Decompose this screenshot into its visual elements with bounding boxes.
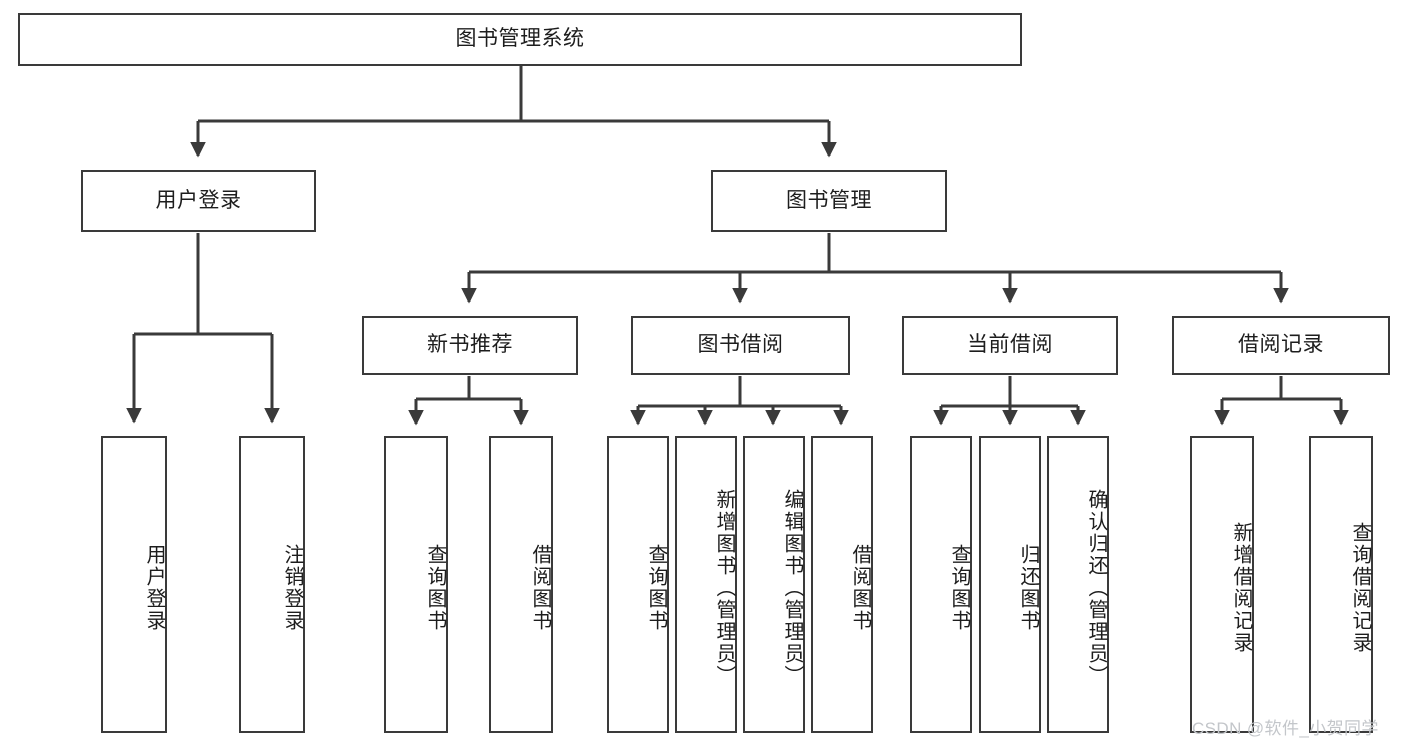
leaf-user-logout[interactable]: 注销登录 — [239, 436, 305, 733]
node-book-borrow[interactable]: 图书借阅 — [631, 316, 850, 375]
node-current-borrow[interactable]: 当前借阅 — [902, 316, 1118, 375]
leaf-borrow-lend-book-label: 借阅图书 — [849, 543, 871, 632]
leaf-current-confirm-return-label: 确认归还（管理员） — [1085, 488, 1107, 687]
leaf-borrow-add-book[interactable]: 新增图书（管理员） — [675, 436, 737, 733]
leaf-record-query-label: 查询借阅记录 — [1349, 521, 1371, 654]
leaf-recommend-query-book-label: 查询图书 — [424, 543, 446, 632]
leaf-current-confirm-return[interactable]: 确认归还（管理员） — [1047, 436, 1109, 733]
leaf-record-add[interactable]: 新增借阅记录 — [1190, 436, 1254, 733]
node-book-manage[interactable]: 图书管理 — [711, 170, 947, 232]
node-borrow-record[interactable]: 借阅记录 — [1172, 316, 1390, 375]
leaf-recommend-borrow-book-label: 借阅图书 — [529, 543, 551, 632]
node-book-borrow-label: 图书借阅 — [697, 333, 784, 357]
leaf-borrow-lend-book[interactable]: 借阅图书 — [811, 436, 873, 733]
leaf-user-login-label: 用户登录 — [143, 543, 165, 632]
node-user-login[interactable]: 用户登录 — [81, 170, 316, 232]
node-new-book-recommend-label: 新书推荐 — [427, 333, 513, 357]
leaf-recommend-borrow-book[interactable]: 借阅图书 — [489, 436, 553, 733]
leaf-current-query-book-label: 查询图书 — [948, 543, 970, 632]
node-new-book-recommend[interactable]: 新书推荐 — [362, 316, 578, 375]
leaf-current-query-book[interactable]: 查询图书 — [910, 436, 972, 733]
leaf-borrow-query-book-label: 查询图书 — [645, 543, 667, 632]
leaf-borrow-edit-book-label: 编辑图书（管理员） — [781, 488, 803, 687]
node-book-manage-label: 图书管理 — [786, 188, 872, 212]
leaf-record-query[interactable]: 查询借阅记录 — [1309, 436, 1373, 733]
leaf-current-return-book[interactable]: 归还图书 — [979, 436, 1041, 733]
leaf-borrow-add-book-label: 新增图书（管理员） — [713, 488, 735, 687]
leaf-borrow-edit-book[interactable]: 编辑图书（管理员） — [743, 436, 805, 733]
node-borrow-record-label: 借阅记录 — [1238, 333, 1324, 357]
leaf-borrow-query-book[interactable]: 查询图书 — [607, 436, 669, 733]
leaf-user-login[interactable]: 用户登录 — [101, 436, 167, 733]
leaf-user-logout-label: 注销登录 — [281, 543, 303, 632]
node-root[interactable]: 图书管理系统 — [18, 13, 1022, 66]
node-current-borrow-label: 当前借阅 — [967, 333, 1053, 357]
node-user-login-label: 用户登录 — [155, 188, 242, 212]
leaf-current-return-book-label: 归还图书 — [1017, 543, 1039, 632]
leaf-recommend-query-book[interactable]: 查询图书 — [384, 436, 448, 733]
node-root-label: 图书管理系统 — [455, 27, 585, 51]
leaf-record-add-label: 新增借阅记录 — [1230, 521, 1252, 654]
watermark: CSDN @软件_小贺同学 — [1192, 719, 1379, 738]
